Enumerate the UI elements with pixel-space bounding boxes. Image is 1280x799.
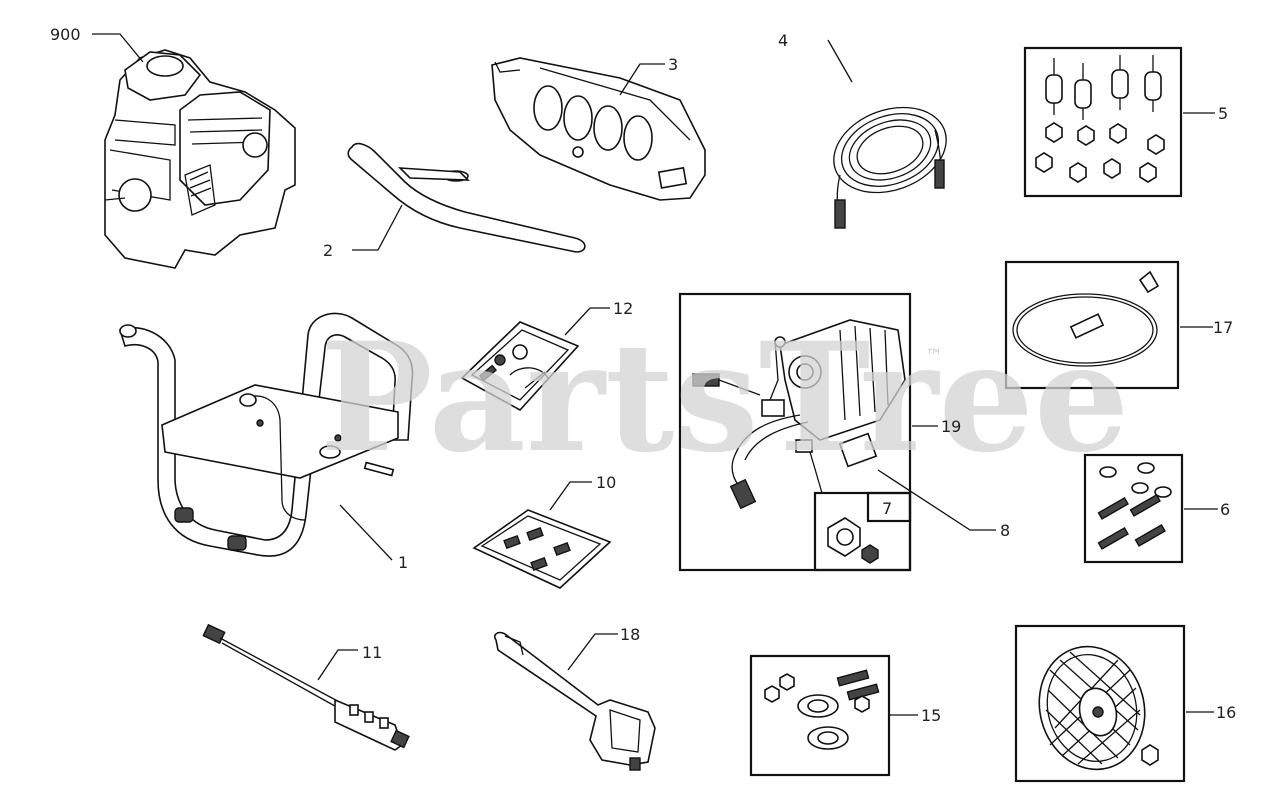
callout-7[interactable]: 7 [882, 499, 892, 518]
callout-19[interactable]: 19 [941, 417, 961, 436]
nuts-row [1035, 122, 1165, 183]
part-6-hardware-kit[interactable] [1083, 453, 1184, 564]
callout-17[interactable]: 17 [1213, 318, 1233, 337]
mount-3 [1111, 55, 1129, 110]
part-12-decal-card[interactable] [460, 321, 580, 412]
part-10-nozzle-packet[interactable] [472, 509, 612, 589]
callout-900[interactable]: 900 [50, 25, 81, 44]
mount-4 [1144, 55, 1162, 112]
callout-1[interactable]: 1 [398, 553, 408, 572]
part-5-mount-kit[interactable] [1023, 46, 1183, 198]
callout-18[interactable]: 18 [620, 625, 640, 644]
part-18-spray-gun[interactable] [493, 631, 656, 771]
callout-16[interactable]: 16 [1216, 703, 1236, 722]
part-3-housing[interactable] [491, 57, 706, 201]
callout-2[interactable]: 2 [323, 241, 333, 260]
callout-10[interactable]: 10 [596, 473, 616, 492]
part-1-frame[interactable] [119, 312, 414, 557]
callout-3[interactable]: 3 [668, 55, 678, 74]
callout-4[interactable]: 4 [778, 31, 788, 50]
leader-lines [92, 33, 1218, 716]
callout-15[interactable]: 15 [921, 706, 941, 725]
part-11-lance[interactable] [202, 623, 410, 751]
part-900-engine[interactable] [104, 49, 296, 269]
callout-11[interactable]: 11 [362, 643, 382, 662]
part-7-inset[interactable] [809, 451, 912, 572]
mount-2 [1074, 63, 1092, 120]
callout-5[interactable]: 5 [1218, 104, 1228, 123]
part-16-wheel[interactable] [1014, 624, 1186, 783]
callout-8[interactable]: 8 [1000, 521, 1010, 540]
part-17-belt-kit[interactable] [1004, 260, 1180, 390]
callout-12[interactable]: 12 [613, 299, 633, 318]
part-4-coiled-hose[interactable] [822, 93, 958, 229]
watermark-text: PartsTree [320, 310, 1129, 486]
callout-6[interactable]: 6 [1220, 500, 1230, 519]
watermark-trademark: ™ [925, 346, 943, 367]
mount-1 [1045, 58, 1063, 115]
part-15-wheel-hardware[interactable] [749, 654, 891, 777]
part-2-tube[interactable] [347, 142, 586, 253]
part-19-pump-assembly[interactable] [678, 292, 912, 572]
